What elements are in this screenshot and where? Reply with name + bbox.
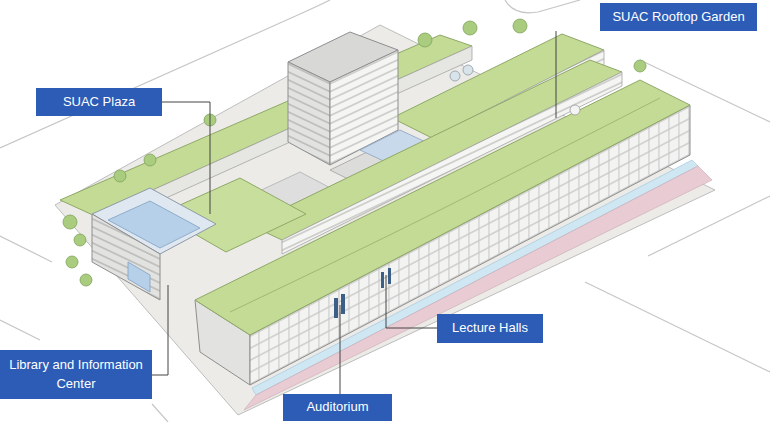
library-window <box>128 262 150 292</box>
callout-label: SUAC Plaza <box>36 88 162 116</box>
library-wall <box>92 214 160 300</box>
street-edge <box>585 282 770 372</box>
tree <box>114 170 126 182</box>
tree <box>63 215 77 229</box>
label-text: Library and Information Center <box>8 356 144 394</box>
leader-line <box>386 275 437 328</box>
site-base <box>55 25 715 415</box>
glass-entrance <box>381 272 384 288</box>
tree <box>66 256 78 268</box>
water-channel <box>252 160 698 395</box>
leader-line <box>162 102 210 214</box>
glass-entrance <box>334 298 338 318</box>
callout-label: Auditorium <box>283 394 392 421</box>
street-edge <box>152 404 168 422</box>
roof-path <box>230 98 660 312</box>
tree <box>634 60 646 72</box>
roof-vent <box>463 65 473 75</box>
tree <box>144 154 156 166</box>
street-edge <box>0 320 40 340</box>
street-edge <box>505 0 580 13</box>
roof-dome <box>570 105 580 115</box>
tree <box>418 33 432 47</box>
tree <box>463 21 477 35</box>
tree <box>513 19 527 33</box>
tree <box>80 274 92 286</box>
glass-entrance <box>341 294 345 314</box>
tree <box>74 234 86 246</box>
leader-line <box>556 31 557 118</box>
callout-label: Lecture Halls <box>437 314 543 343</box>
label-text: SUAC Rooftop Garden <box>612 8 744 27</box>
callout-label: Library and Information Center <box>0 350 152 399</box>
label-text: Lecture Halls <box>452 319 528 338</box>
label-text: Auditorium <box>306 398 368 417</box>
leader-line <box>152 285 168 375</box>
leader-line <box>340 305 341 394</box>
tower-wall <box>288 62 330 165</box>
street-edge <box>0 236 52 262</box>
roof-vent <box>450 71 460 81</box>
label-text: SUAC Plaza <box>63 93 135 112</box>
walkway <box>244 166 712 410</box>
glass-entrance <box>388 268 391 284</box>
callout-label: SUAC Rooftop Garden <box>600 3 757 31</box>
